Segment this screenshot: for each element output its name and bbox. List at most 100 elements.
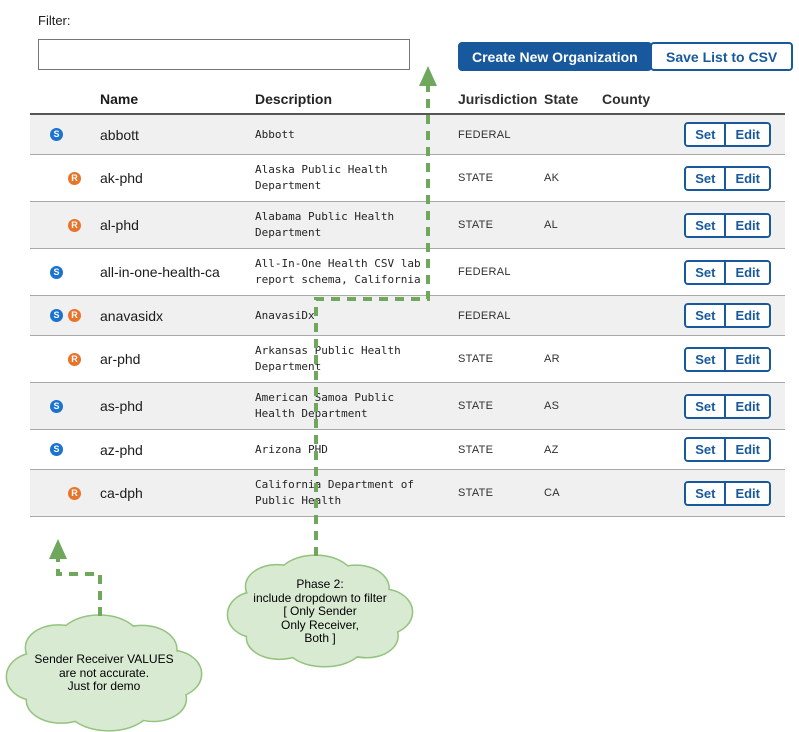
set-edit-button-group: Set Edit <box>684 393 771 419</box>
set-button[interactable]: Set <box>686 305 727 326</box>
header-county: County <box>602 91 651 107</box>
sender-badge-icon: S <box>50 265 63 279</box>
org-name: ca-dph <box>100 485 143 501</box>
set-edit-button-group: Set Edit <box>684 122 771 147</box>
header-name: Name <box>100 91 139 107</box>
row-actions: Set Edit <box>660 437 785 462</box>
org-description: Alaska Public Health Department <box>255 163 388 192</box>
org-jurisdiction: FEDERAL <box>458 309 511 322</box>
table-header-row: Name Description Jurisdiction State Coun… <box>30 88 785 115</box>
org-jurisdiction: STATE <box>458 443 494 456</box>
set-edit-button-group: Set Edit <box>684 259 771 285</box>
table-row: S R ca-dph California Department of Publ… <box>30 470 785 517</box>
set-edit-button-group: Set Edit <box>684 346 771 372</box>
org-name: all-in-one-health-ca <box>100 264 220 280</box>
set-button[interactable]: Set <box>686 214 727 236</box>
org-state: AL <box>544 219 559 231</box>
set-button[interactable]: Set <box>686 261 727 283</box>
set-button[interactable]: Set <box>686 167 727 189</box>
create-new-organization-button[interactable]: Create New Organization <box>458 42 652 71</box>
row-actions: Set Edit <box>660 303 785 328</box>
table-row: S R ak-phd Alaska Public Health Departme… <box>30 155 785 202</box>
filter-input[interactable] <box>38 39 410 70</box>
row-actions: Set Edit <box>660 165 785 191</box>
edit-button[interactable]: Edit <box>726 167 769 189</box>
header-description: Description <box>255 91 333 107</box>
org-name: az-phd <box>100 441 143 458</box>
table-row: S R al-phd Alabama Public Health Departm… <box>30 202 785 249</box>
set-button[interactable]: Set <box>686 439 727 460</box>
set-button[interactable]: Set <box>686 124 727 145</box>
edit-button[interactable]: Edit <box>726 439 769 460</box>
set-edit-button-group: Set Edit <box>684 165 771 191</box>
org-jurisdiction: STATE <box>458 219 494 231</box>
org-name: ar-phd <box>100 351 141 367</box>
set-button[interactable]: Set <box>686 395 727 417</box>
sender-receiver-badges: S R <box>30 218 96 232</box>
org-description: American Samoa Public Health Department <box>255 391 395 420</box>
row-actions: Set Edit <box>660 122 785 147</box>
org-jurisdiction: STATE <box>458 353 494 365</box>
receiver-badge-icon: R <box>68 309 81 322</box>
org-description: Alabama Public Health Department <box>255 210 395 239</box>
edit-button[interactable]: Edit <box>726 348 769 370</box>
org-jurisdiction: FEDERAL <box>458 128 511 141</box>
edit-button[interactable]: Edit <box>726 482 769 504</box>
filter-label: Filter: <box>38 13 71 28</box>
receiver-badge-icon: R <box>68 171 81 185</box>
org-state: AK <box>544 172 560 184</box>
phase2-note: Phase 2:include dropdown to filter[ Only… <box>253 577 387 645</box>
annotation-clouds <box>5 554 414 732</box>
save-list-to-csv-button[interactable]: Save List to CSV <box>650 42 794 71</box>
edit-button[interactable]: Edit <box>726 305 769 326</box>
org-state: AR <box>544 353 560 365</box>
arrow-to-badge-column <box>49 539 102 616</box>
org-description: Arkansas Public Health Department <box>255 344 401 373</box>
row-actions: Set Edit <box>660 480 785 506</box>
edit-button[interactable]: Edit <box>726 124 769 145</box>
header-jurisdiction: Jurisdiction <box>458 91 538 107</box>
phase2-cloud-shape <box>226 554 414 668</box>
sender-receiver-badges: S R <box>30 265 96 279</box>
table-row: S R ar-phd Arkansas Public Health Depart… <box>30 336 785 383</box>
table-row: S R abbott Abbott FEDERAL Set Edit <box>30 115 785 155</box>
org-jurisdiction: STATE <box>458 172 494 184</box>
org-state: AZ <box>544 443 559 456</box>
edit-button[interactable]: Edit <box>726 261 769 283</box>
sender-receiver-badges: S R <box>30 486 96 500</box>
table-row: S R az-phd Arizona PHD STATE AZ Set Edit <box>30 430 785 470</box>
table-row: S R as-phd American Samoa Public Health … <box>30 383 785 430</box>
org-description: All-In-One Health CSV lab report schema,… <box>255 257 421 286</box>
sender-receiver-badges: S R <box>30 443 96 456</box>
row-actions: Set Edit <box>660 259 785 285</box>
set-button[interactable]: Set <box>686 348 727 370</box>
org-description: Arizona PHD <box>255 442 328 456</box>
set-button[interactable]: Set <box>686 482 727 504</box>
sender-receiver-badges: S R <box>30 171 96 185</box>
edit-button[interactable]: Edit <box>726 395 769 417</box>
row-actions: Set Edit <box>660 346 785 372</box>
org-name: anavasidx <box>100 307 164 324</box>
sender-receiver-badges: S R <box>30 128 96 141</box>
organizations-table: Name Description Jurisdiction State Coun… <box>30 88 785 517</box>
demo-cloud-shape <box>5 614 203 732</box>
edit-button[interactable]: Edit <box>726 214 769 236</box>
header-state: State <box>544 91 579 107</box>
sender-badge-icon: S <box>50 128 63 141</box>
row-actions: Set Edit <box>660 212 785 238</box>
receiver-badge-icon: R <box>68 352 81 366</box>
org-description: California Department of Public Health <box>255 478 414 507</box>
set-edit-button-group: Set Edit <box>684 480 771 506</box>
org-name: ak-phd <box>100 170 143 186</box>
receiver-badge-icon: R <box>68 486 81 500</box>
sender-badge-icon: S <box>50 309 63 322</box>
table-row: S R all-in-one-health-ca All-In-One Heal… <box>30 249 785 296</box>
sender-badge-icon: S <box>50 443 63 456</box>
set-edit-button-group: Set Edit <box>684 212 771 238</box>
row-actions: Set Edit <box>660 393 785 419</box>
table-body: S R abbott Abbott FEDERAL Set Edit S R a… <box>30 115 785 517</box>
set-edit-button-group: Set Edit <box>684 437 771 462</box>
org-state: AS <box>544 400 560 412</box>
org-jurisdiction: STATE <box>458 487 494 499</box>
